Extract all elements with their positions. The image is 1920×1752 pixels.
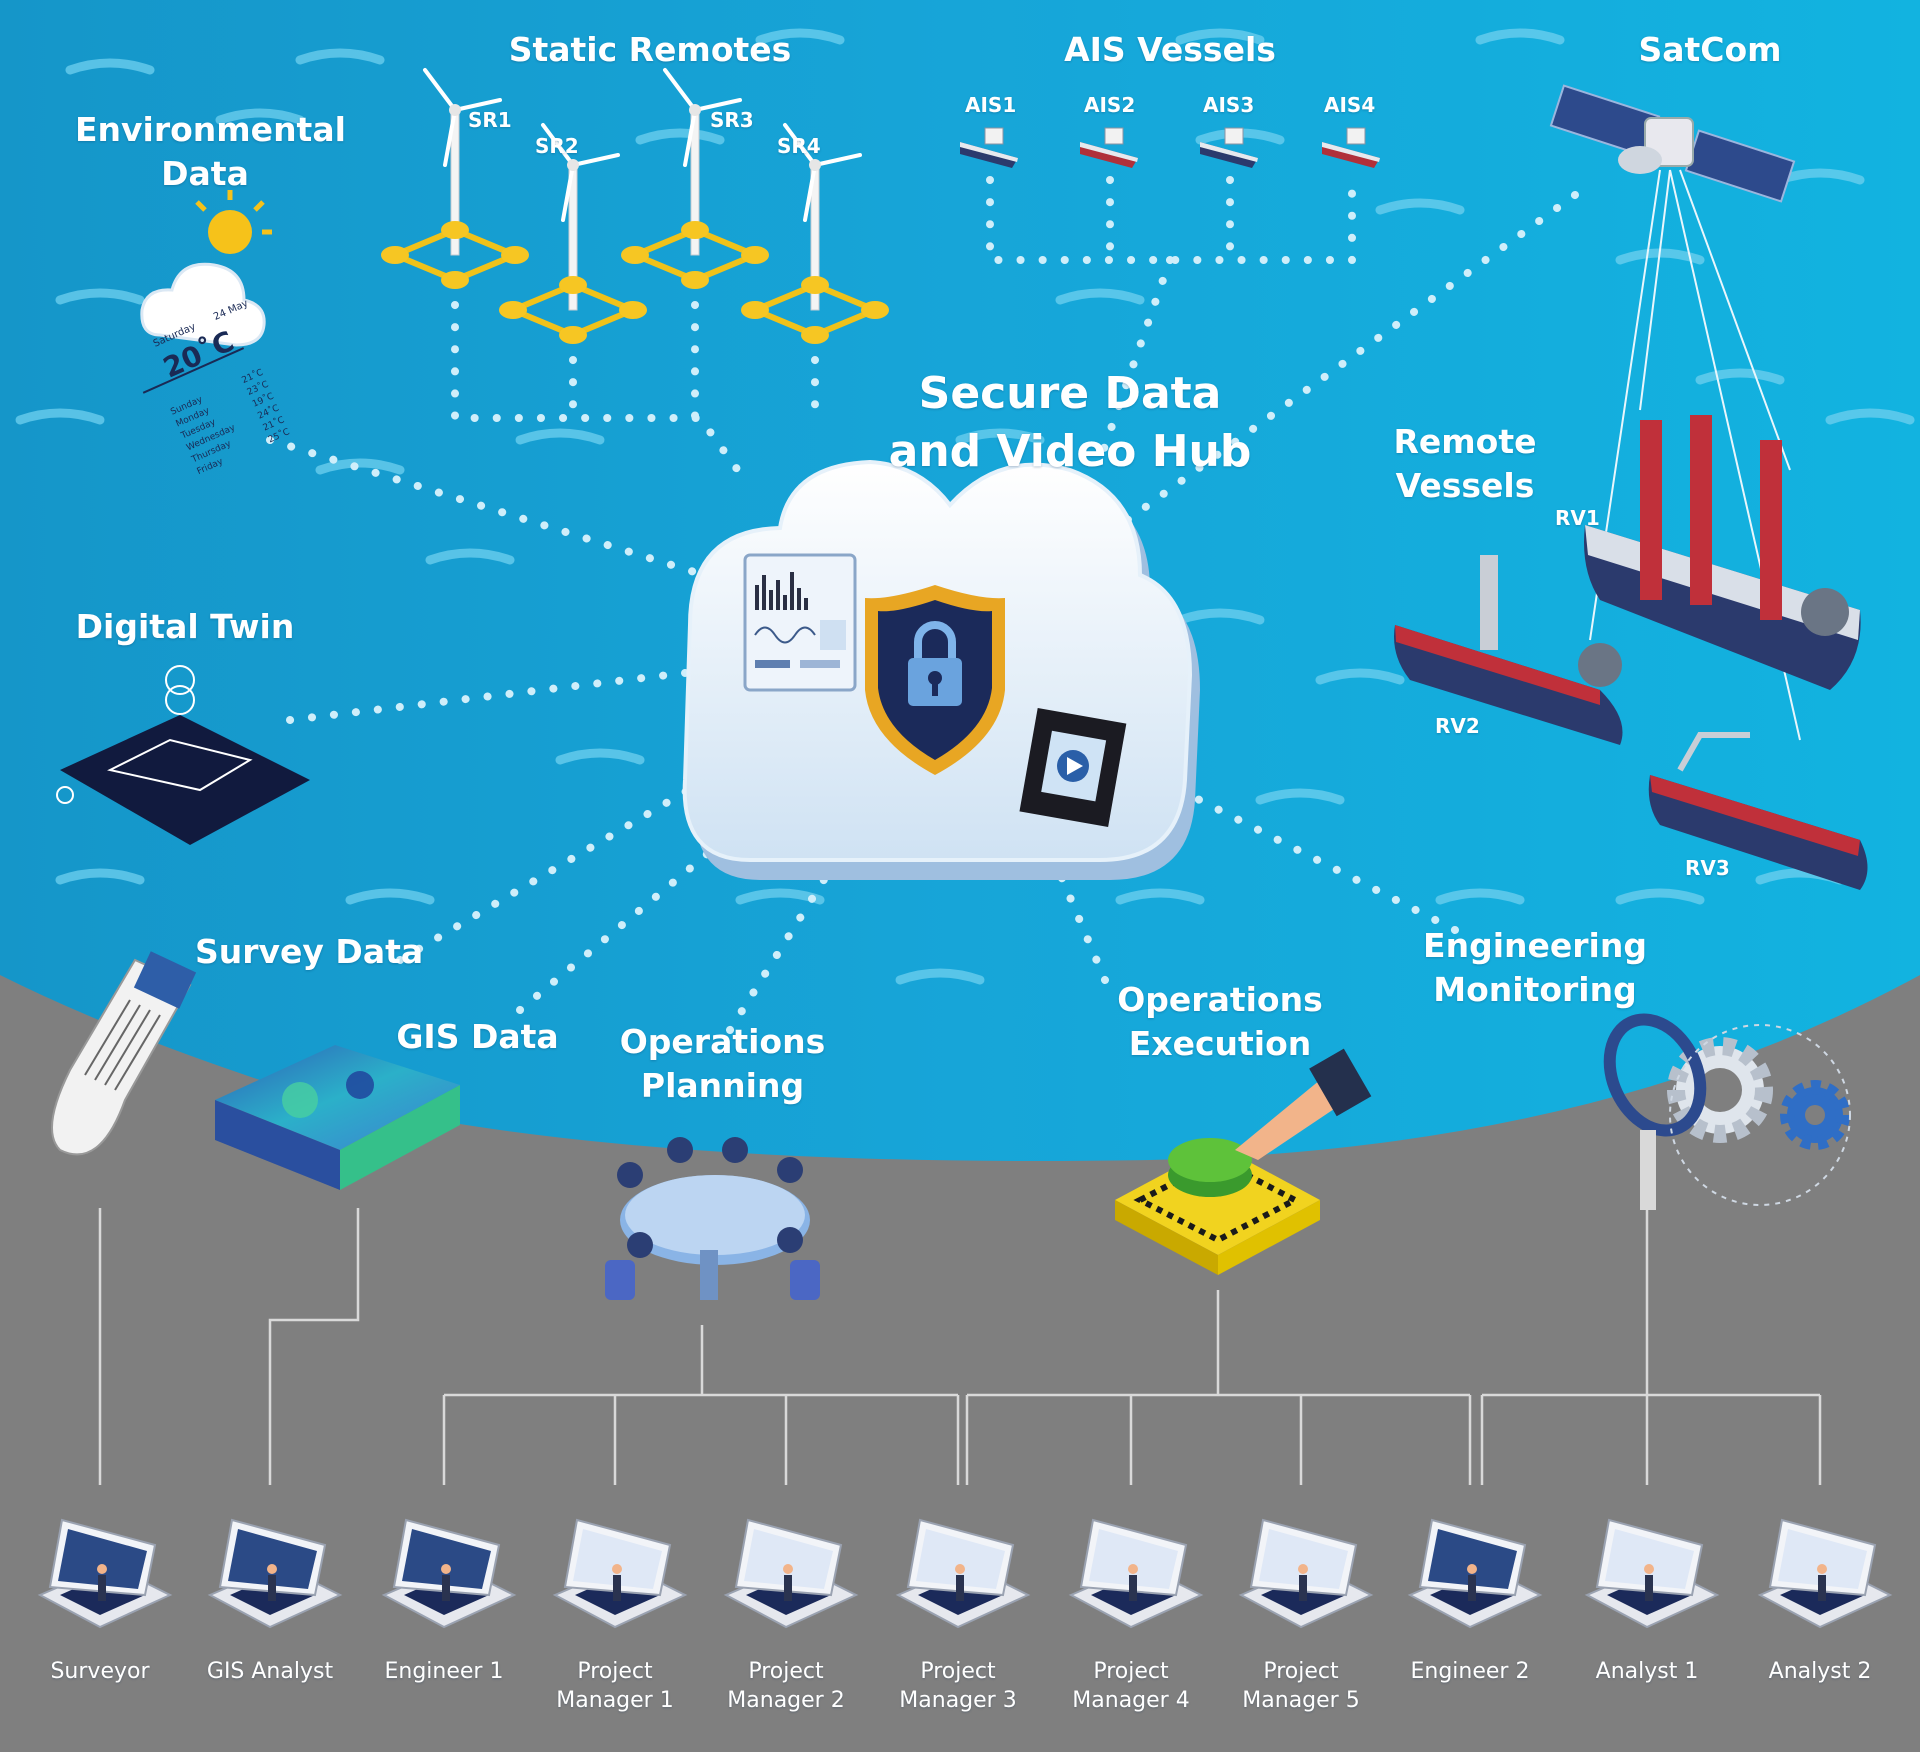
digital-twin-icon xyxy=(56,665,310,845)
rv3-label: RV3 xyxy=(1685,856,1730,880)
user-label-line2: Manager 3 xyxy=(899,1687,1017,1713)
static-remotes-label: Static Remotes xyxy=(508,30,792,69)
user-label-line1: Analyst 1 xyxy=(1595,1659,1699,1684)
laptop-user-icon[interactable] xyxy=(1407,1518,1543,1629)
ais-vessel-3 xyxy=(1200,127,1258,168)
ais-vessel-1 xyxy=(960,127,1018,168)
user-label-line1: Analyst 2 xyxy=(1768,1659,1872,1684)
user-label: GIS Analyst xyxy=(190,1658,350,1687)
user-label-line2: Manager 4 xyxy=(1072,1687,1190,1713)
magnifier-gears-icon xyxy=(1603,1013,1851,1210)
rv1-label: RV1 xyxy=(1555,506,1600,530)
dashboard-panel-icon xyxy=(743,553,857,692)
video-film-icon xyxy=(1019,707,1127,828)
sr4-label: SR4 xyxy=(777,134,821,158)
ais-vessels-label: AIS Vessels xyxy=(1064,30,1276,69)
user-label-line1: Project xyxy=(1093,1659,1169,1684)
laptop-user-icon[interactable] xyxy=(895,1518,1031,1629)
push-button-icon[interactable] xyxy=(1115,1048,1372,1275)
satellite-icon[interactable] xyxy=(1549,84,1801,741)
laptop-user-icon[interactable] xyxy=(1757,1518,1893,1629)
laptop-user-icon[interactable] xyxy=(37,1518,173,1629)
user-label-line1: Engineer 2 xyxy=(1410,1659,1530,1684)
meeting-table-icon xyxy=(605,1137,820,1300)
sr2-label: SR2 xyxy=(535,134,579,158)
weather-forecast-card xyxy=(142,347,245,394)
user-label-line1: GIS Analyst xyxy=(206,1659,334,1684)
survey-data-label: Survey Data xyxy=(195,932,424,971)
ais3-label: AIS3 xyxy=(1203,93,1255,117)
sr3-label: SR3 xyxy=(710,108,754,132)
user-label-line1: Project xyxy=(1263,1659,1339,1684)
laptop-user-icon[interactable] xyxy=(381,1518,517,1629)
ais-vessel-2 xyxy=(1080,127,1138,168)
terrain-map-icon xyxy=(215,1045,460,1190)
user-label-line1: Project xyxy=(577,1659,653,1684)
rv2-label: RV2 xyxy=(1435,714,1480,738)
laptop-user-icon[interactable] xyxy=(723,1518,859,1629)
wind-turbine-2 xyxy=(499,123,647,344)
laptop-user-icon[interactable] xyxy=(552,1518,688,1629)
ais4-label: AIS4 xyxy=(1324,93,1376,117)
wind-turbine-3 xyxy=(621,68,769,289)
ais2-label: AIS2 xyxy=(1084,93,1136,117)
user-label: Analyst 1 xyxy=(1567,1658,1727,1687)
user-label-line2: Manager 1 xyxy=(556,1687,674,1713)
ship-icon xyxy=(960,127,1380,168)
user-label-line2: Manager 2 xyxy=(727,1687,845,1713)
user-label-line2: Manager 5 xyxy=(1242,1687,1360,1713)
user-label: Engineer 1 xyxy=(364,1658,524,1687)
shield-lock-icon xyxy=(865,585,1005,775)
wind-turbine-1 xyxy=(381,68,529,289)
remote-vessels-icon xyxy=(1394,415,1868,890)
user-label-line1: Project xyxy=(748,1659,824,1684)
user-label: Surveyor xyxy=(20,1658,180,1687)
gis-data-label: GIS Data xyxy=(396,1017,559,1056)
laptop-user-icon[interactable] xyxy=(1238,1518,1374,1629)
ais-vessel-4 xyxy=(1322,127,1380,168)
document-scroll-icon xyxy=(51,951,197,1156)
sun-cloud-icon xyxy=(140,190,272,347)
sr1-label: SR1 xyxy=(468,108,512,132)
wind-turbine-4 xyxy=(741,123,889,344)
wind-turbine-icon xyxy=(381,68,889,344)
user-label-line1: Surveyor xyxy=(50,1659,150,1684)
user-tree-lines xyxy=(98,1208,1822,1485)
user-label: Analyst 2 xyxy=(1740,1658,1900,1687)
digital-twin-label: Digital Twin xyxy=(75,607,295,646)
laptop-user-icon[interactable] xyxy=(207,1518,343,1629)
user-label: Engineer 2 xyxy=(1390,1658,1550,1687)
ais1-label: AIS1 xyxy=(965,93,1017,117)
user-label-line1: Project xyxy=(920,1659,996,1684)
laptop-user-icon[interactable] xyxy=(1584,1518,1720,1629)
laptop-user-icon[interactable] xyxy=(1068,1518,1204,1629)
user-label-line1: Engineer 1 xyxy=(384,1659,504,1684)
satcom-label: SatCom xyxy=(1638,30,1782,69)
